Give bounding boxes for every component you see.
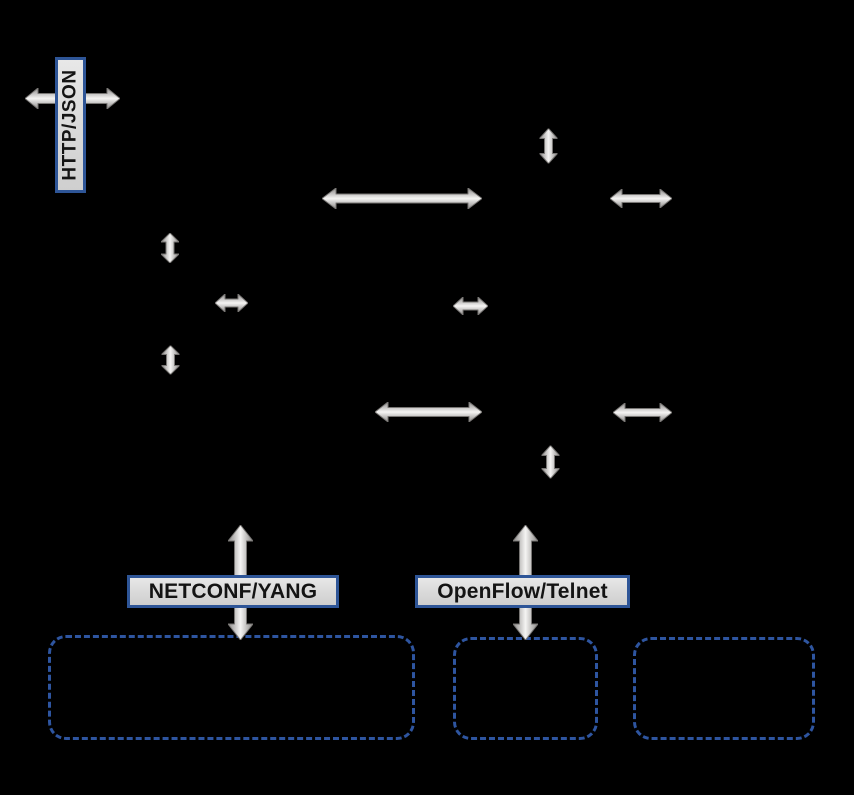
lower-long-horizontal-arrow	[375, 402, 482, 422]
left-small-horizontal-arrow	[215, 294, 248, 312]
openflow-telnet-label: OpenFlow/Telnet	[415, 575, 630, 608]
http-json-label: HTTP/JSON	[55, 57, 86, 193]
left-upper-vertical-arrow	[161, 233, 179, 263]
dashed-region-right	[633, 637, 815, 740]
middle-small-horizontal-arrow	[452, 297, 488, 315]
upper-short-right-arrow	[610, 188, 672, 208]
dashed-region-left	[48, 635, 415, 740]
left-lower-vertical-arrow	[161, 345, 179, 374]
upper-long-horizontal-arrow	[322, 187, 482, 209]
top-right-vertical-arrow	[539, 128, 557, 163]
center-vertical-arrow	[541, 445, 559, 478]
lower-short-right-arrow	[613, 402, 672, 422]
netconf-yang-label: NETCONF/YANG	[127, 575, 339, 608]
http-json-label-text: HTTP/JSON	[59, 69, 81, 181]
